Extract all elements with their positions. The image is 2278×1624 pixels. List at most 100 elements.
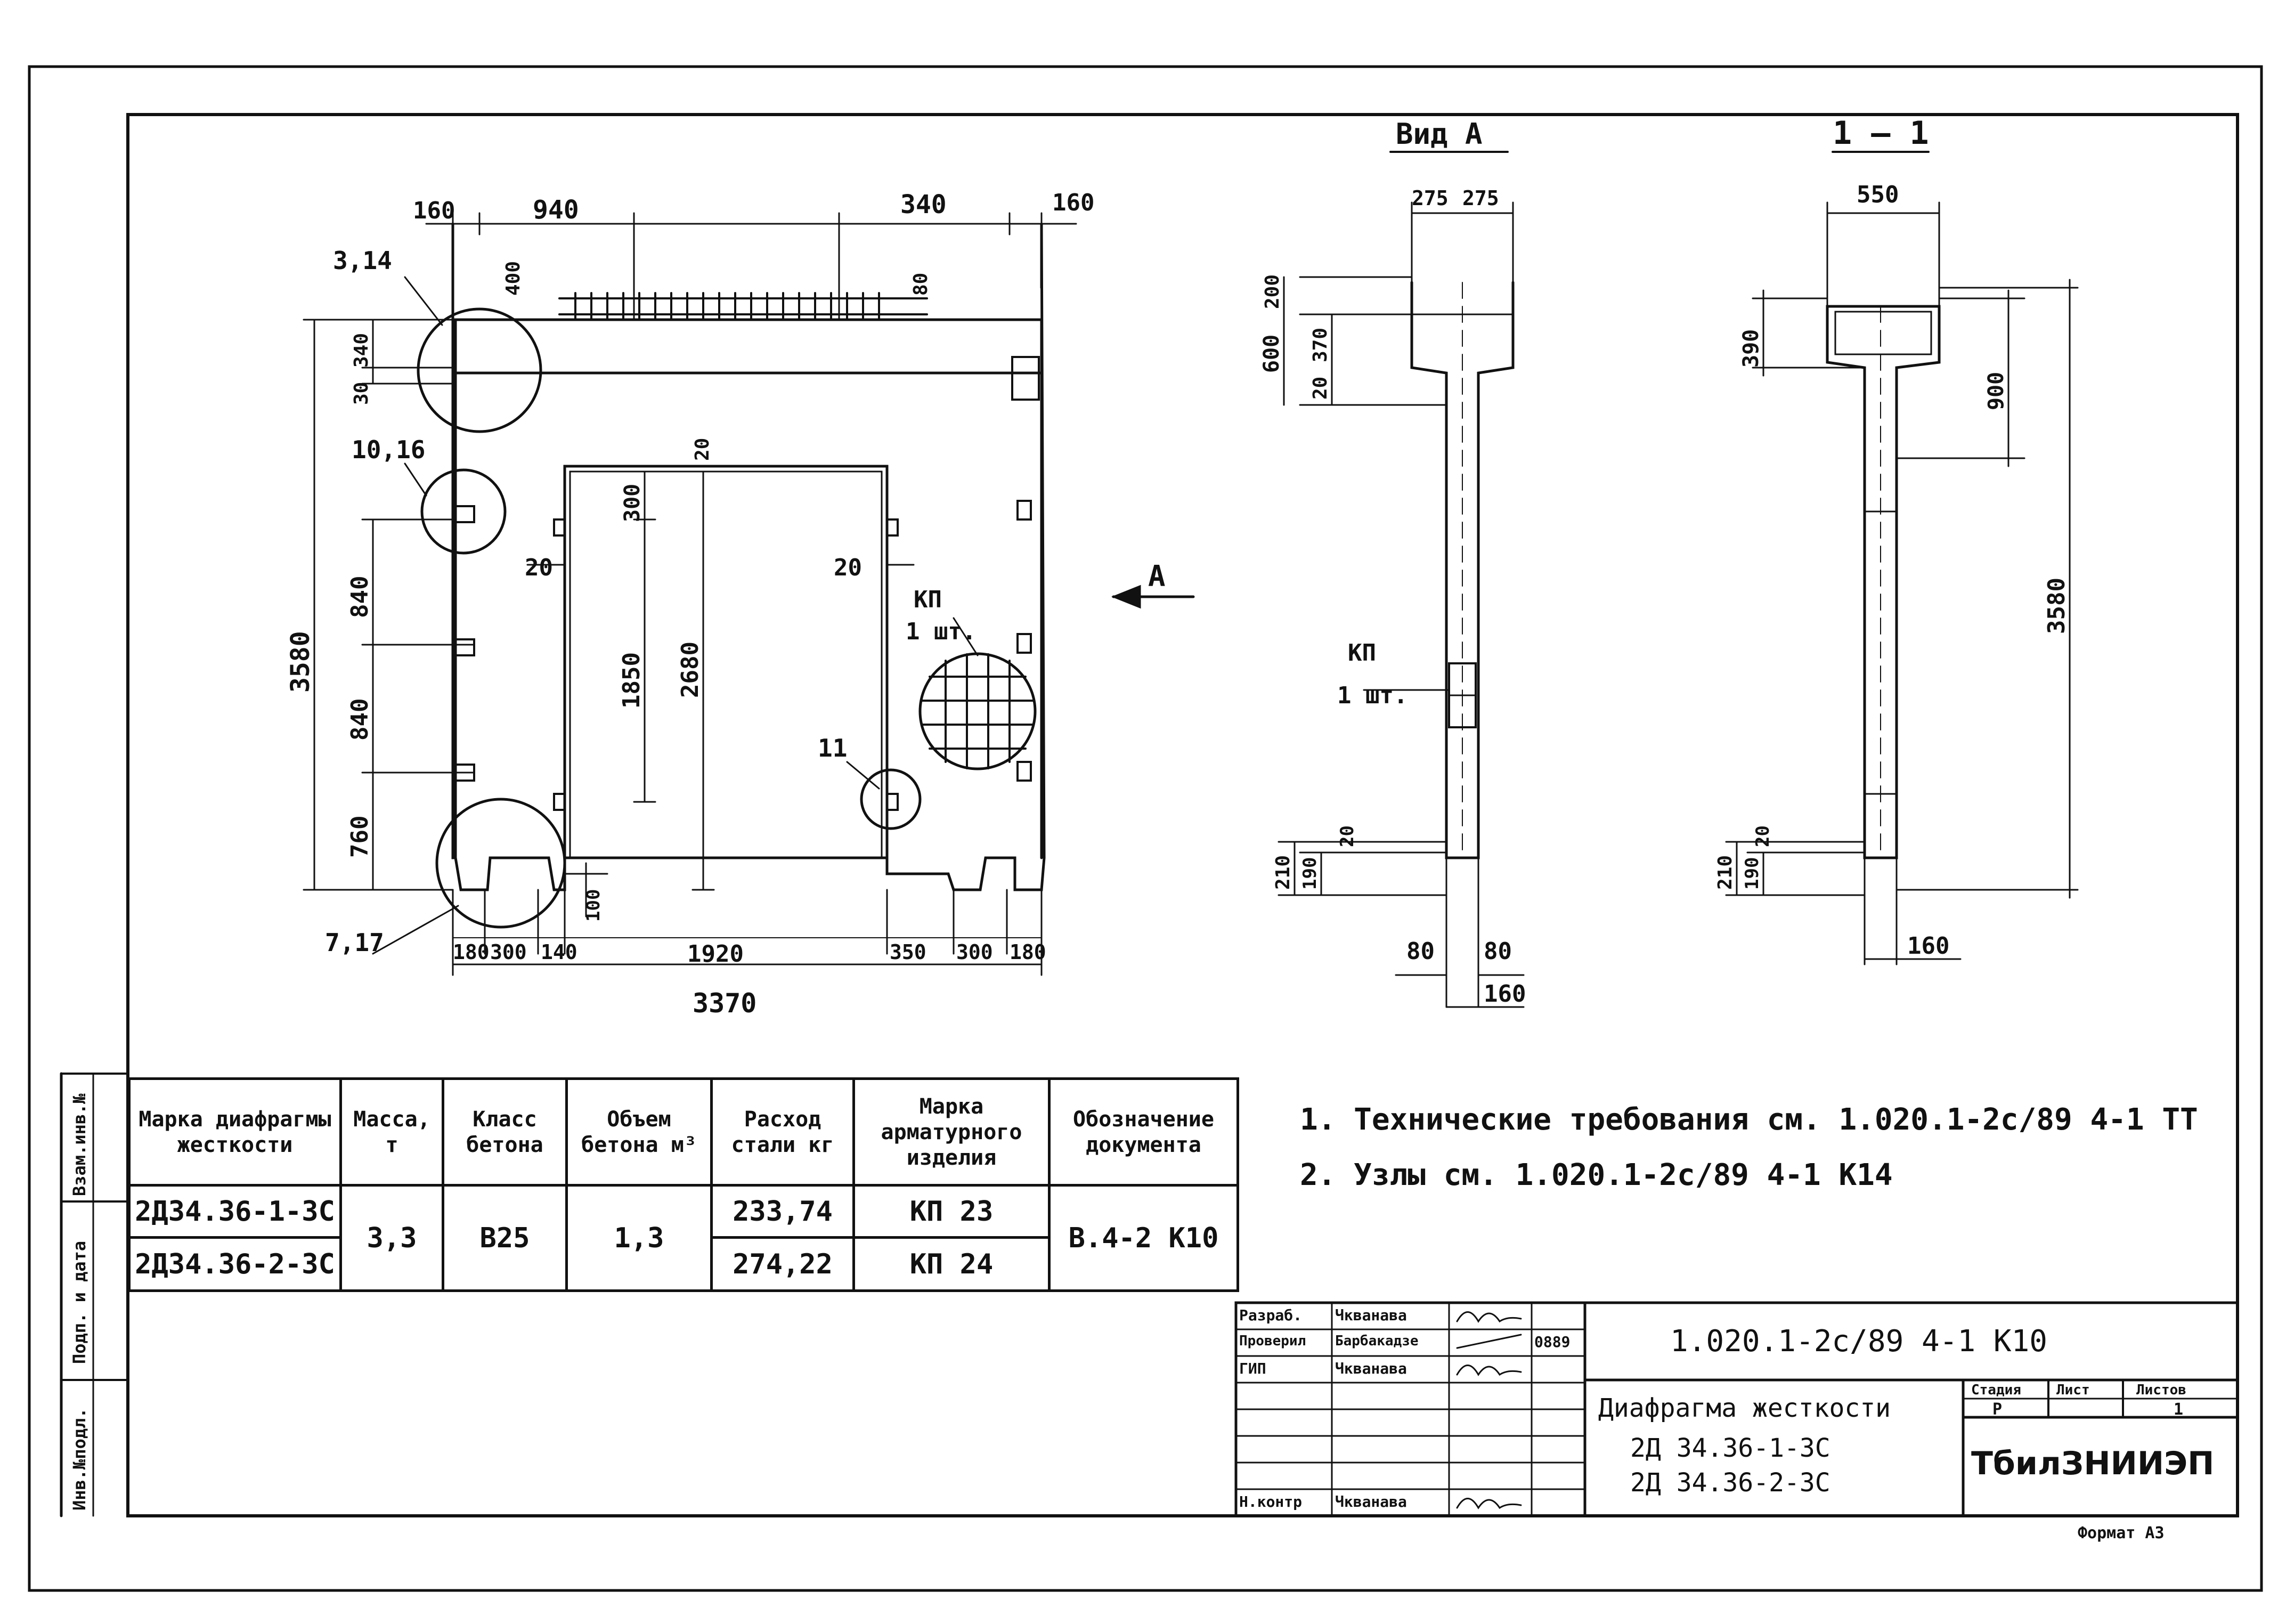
stamp-date: 0889 bbox=[1534, 1333, 1571, 1351]
dim-overall-height: 3580 bbox=[286, 631, 315, 693]
inner-frame bbox=[126, 113, 2239, 1517]
stamp-sheets-label: Листов bbox=[2136, 1382, 2186, 1398]
dim-opening-2680: 2680 bbox=[677, 642, 704, 698]
table-row: 2Д34.36-2-3С 274,22 КП 24 bbox=[128, 1236, 1238, 1292]
row2-mark: 2Д34.36-2-3С bbox=[128, 1236, 342, 1292]
stamp-name-1: Чкванава bbox=[1335, 1306, 1407, 1324]
front-view bbox=[303, 212, 1195, 976]
callout-11: 11 bbox=[818, 734, 847, 762]
dim-top-160-left: 160 bbox=[413, 197, 455, 224]
row2-product: КП 24 bbox=[852, 1236, 1051, 1292]
stamp-name-3: Чкванава bbox=[1335, 1360, 1407, 1377]
detail-circle-10-16 bbox=[420, 468, 507, 555]
header-document: Обозначение документа bbox=[1048, 1077, 1239, 1187]
header-steel: Расход стали кг bbox=[710, 1077, 855, 1187]
view-a-title: Вид А bbox=[1396, 117, 1483, 151]
stamp-sheets: 1 bbox=[2174, 1400, 2184, 1419]
view-a-dim-20b: 20 bbox=[1337, 825, 1358, 847]
notes-block: 1. Технические требования см. 1.020.1-2с… bbox=[1300, 1092, 2198, 1203]
callout-3-14: 3,14 bbox=[333, 246, 392, 275]
view-a-dim-160: 160 bbox=[1484, 980, 1526, 1008]
stamp-name-2: Барбакадзе bbox=[1335, 1333, 1419, 1349]
header-volume: Объем бетона м³ bbox=[565, 1077, 713, 1187]
dim-left-840-a: 840 bbox=[346, 576, 373, 618]
view-a-dim-200: 200 bbox=[1262, 274, 1283, 309]
stamp-title-1: Диафрагма жесткости bbox=[1598, 1393, 1891, 1423]
stamp-stage-label: Стадия bbox=[1971, 1382, 2021, 1398]
dim-bottom-180-a: 180 bbox=[453, 940, 490, 964]
detail-circle-7-17 bbox=[435, 798, 566, 929]
view-a-dim-20: 20 bbox=[1309, 377, 1331, 400]
header-mark: Марка диафрагмы жесткости bbox=[128, 1077, 342, 1187]
dim-bottom-300-a: 300 bbox=[490, 940, 527, 964]
row2-steel: 274,22 bbox=[710, 1236, 855, 1292]
section-dim-210: 210 bbox=[1714, 855, 1736, 890]
stamp-title-2: 2Д 34.36-1-3С bbox=[1630, 1433, 1830, 1463]
kp-qty: 1 шт. bbox=[906, 618, 976, 645]
section-dim-190: 190 bbox=[1742, 857, 1763, 890]
side-label-sign-date: Подп. и дата bbox=[69, 1241, 90, 1364]
front-dimension-lines bbox=[303, 212, 1077, 976]
detail-circle-3-14 bbox=[417, 307, 542, 433]
dim-bottom-350: 350 bbox=[890, 940, 926, 964]
stamp-code: 1.020.1-2с/89 4-1 К10 bbox=[1670, 1324, 2048, 1359]
concrete-class-cell: В25 bbox=[442, 1184, 568, 1292]
top-right-block bbox=[1011, 356, 1040, 401]
mass-cell: 3,3 bbox=[339, 1184, 444, 1292]
dim-top-160-right: 160 bbox=[1052, 189, 1094, 216]
dim-20-top: 20 bbox=[691, 438, 713, 461]
dim-left-760: 760 bbox=[346, 816, 373, 858]
view-a-dim-190: 190 bbox=[1299, 857, 1321, 890]
view-a-dim-80-left: 80 bbox=[1406, 938, 1435, 965]
view-a-dim-top-1: 275 bbox=[1412, 186, 1449, 210]
stamp-role-2: Проверил bbox=[1239, 1333, 1306, 1349]
header-mass: Масса, т bbox=[339, 1077, 444, 1187]
row1-product: КП 23 bbox=[852, 1184, 1051, 1239]
door-opening bbox=[563, 465, 889, 859]
dim-80: 80 bbox=[910, 273, 932, 296]
view-a-dim-600: 600 bbox=[1259, 335, 1284, 373]
view-a bbox=[1278, 151, 1525, 1008]
dim-opening-300: 300 bbox=[620, 484, 645, 522]
dim-bottom-180-b: 180 bbox=[1010, 940, 1046, 964]
title-block bbox=[1234, 1301, 2239, 1517]
dim-opening-1850: 1850 bbox=[618, 652, 645, 709]
section-1-1 bbox=[1725, 151, 2079, 965]
side-label-inv-orig: Инв.№подл. bbox=[69, 1408, 90, 1511]
section-dim-160: 160 bbox=[1907, 932, 1949, 960]
view-a-kp-label: КП bbox=[1348, 639, 1376, 667]
embedded-parts-left bbox=[454, 500, 1032, 811]
table-row: 2Д34.36-1-3С 3,3 В25 1,3 233,74 КП 23 В.… bbox=[128, 1184, 1239, 1292]
view-a-kp-qty: 1 шт. bbox=[1337, 682, 1408, 709]
view-a-outline bbox=[1410, 281, 1515, 859]
stamp-role-4: Н.контр bbox=[1239, 1493, 1303, 1511]
dim-20-left: 20 bbox=[525, 554, 553, 581]
stamp-title-3: 2Д 34.36-2-3С bbox=[1630, 1468, 1830, 1498]
dim-bottom-140: 140 bbox=[541, 940, 577, 964]
stamp-stage: Р bbox=[1992, 1400, 2003, 1419]
side-label-replace-inv: Взам.инв.№ bbox=[69, 1093, 90, 1196]
section-dim-900: 900 bbox=[1984, 372, 2008, 410]
stamp-name-4: Чкванава bbox=[1335, 1493, 1407, 1511]
dim-overall-width: 3370 bbox=[693, 988, 756, 1019]
stamp-org: ТбилЗНИИЭП bbox=[1971, 1445, 2215, 1482]
detail-circle-11 bbox=[860, 768, 922, 830]
view-arrow-label: А bbox=[1148, 559, 1166, 593]
section-outline bbox=[1826, 305, 1941, 859]
callout-7-17: 7,17 bbox=[325, 928, 384, 957]
section-dim-20: 20 bbox=[1752, 825, 1773, 847]
dim-bottom-300-b: 300 bbox=[956, 940, 993, 964]
stamp-role-3: ГИП bbox=[1239, 1360, 1266, 1377]
callout-10-16: 10,16 bbox=[352, 435, 425, 464]
note-2: 2. Узлы см. 1.020.1-2с/89 4-1 К14 bbox=[1300, 1158, 1893, 1192]
view-a-dim-top-2: 275 bbox=[1462, 186, 1499, 210]
volume-cell: 1,3 bbox=[565, 1184, 713, 1292]
row1-mark: 2Д34.36-1-3С bbox=[128, 1184, 342, 1239]
stamp-sheet-label: Лист bbox=[2056, 1382, 2090, 1398]
dim-left-30: 30 bbox=[351, 382, 372, 405]
kp-label: КП bbox=[914, 586, 942, 613]
header-concrete-class: Класс бетона bbox=[442, 1077, 568, 1187]
panel-outline bbox=[451, 222, 1046, 891]
